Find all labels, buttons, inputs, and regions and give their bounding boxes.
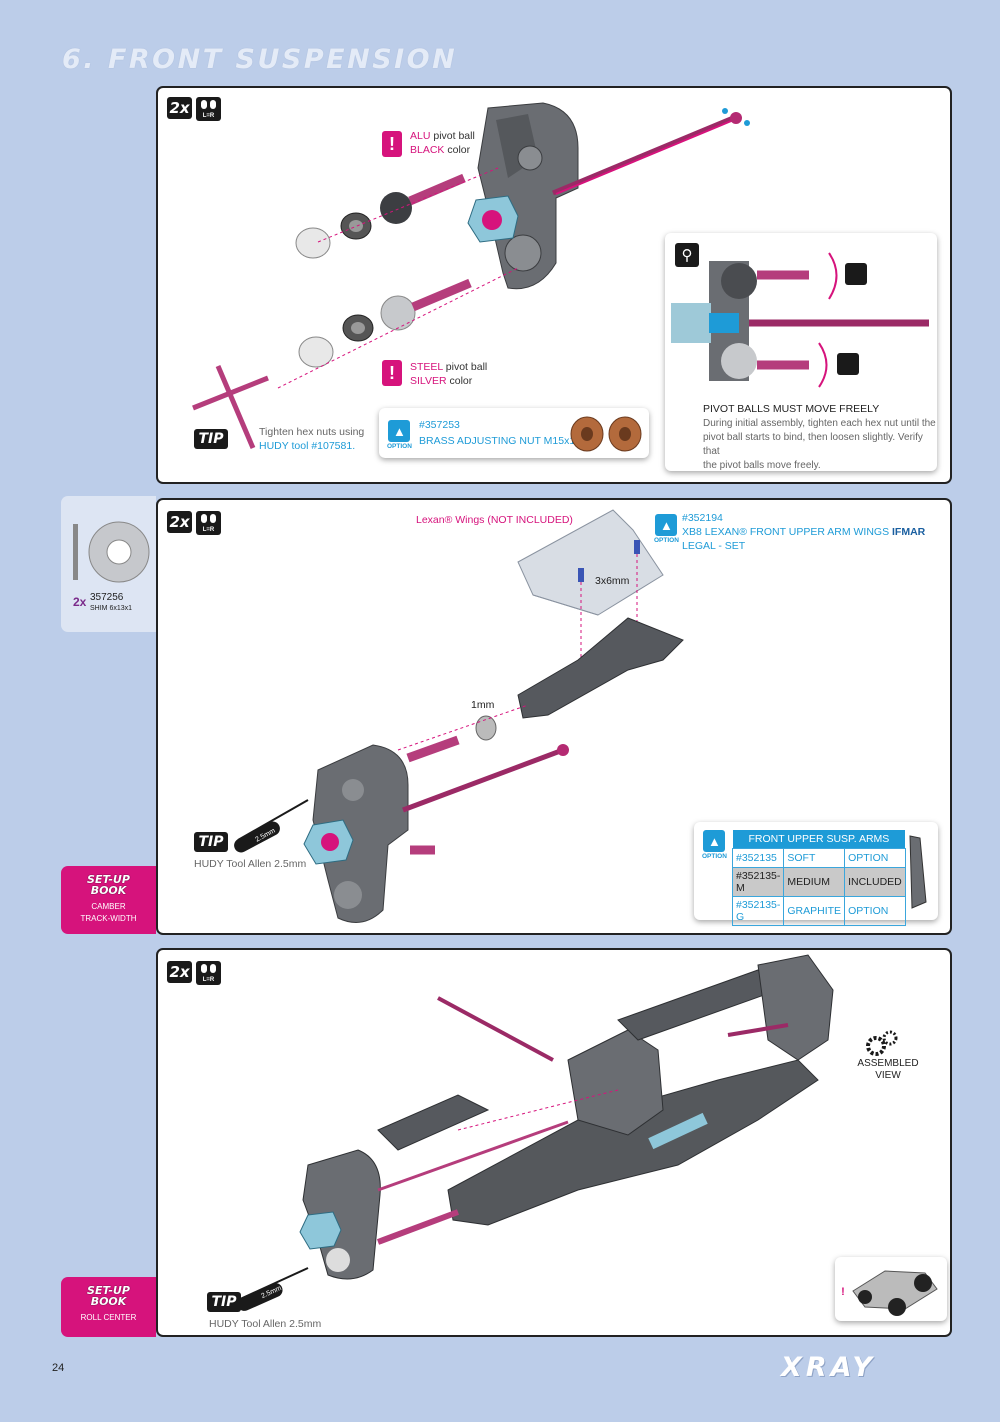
option-thumb-icon: ▲OPTION (387, 420, 412, 450)
lexan-wings-label: Lexan® Wings (NOT INCLUDED) (416, 514, 573, 526)
option-box-brass-nut: ▲OPTION #357253 BRASS ADJUSTING NUT M15x… (379, 408, 649, 458)
buggy-illustration (852, 1270, 938, 1316)
pivot-cross-section-illustration (671, 252, 929, 388)
warning-icon: ! (382, 131, 402, 157)
count-badge: 2x (167, 961, 192, 983)
upper-arm-exploded-illustration (234, 509, 684, 923)
tip-badge: TIP (194, 429, 228, 449)
tip-text: Tighten hex nuts using HUDY tool #107581… (259, 426, 365, 452)
quantity-badge: 2x L=R (167, 961, 221, 985)
wing-option-name: XB8 LEXAN® FRONT UPPER ARM WINGS IFMAR L… (682, 526, 926, 552)
warning-icon: ! (382, 360, 402, 386)
count-badge: 2x (167, 97, 192, 119)
option-thumb-icon: ▲OPTION (702, 830, 727, 860)
front-hub-exploded-illustration (192, 102, 750, 449)
shim-illustration (73, 521, 150, 583)
option-thumb-icon: ▲OPTION (654, 514, 679, 544)
option-name: BRASS ADJUSTING NUT M15x1 (419, 435, 576, 447)
table-header: FRONT UPPER SUSP. ARMS (732, 830, 906, 848)
page-title: 6. FRONT SUSPENSION (62, 44, 458, 75)
count-badge: 2x (167, 511, 192, 533)
magnifier-icon: ⚲ (675, 243, 699, 267)
steel-pivot-note: STEEL pivot ball SILVER color (410, 361, 488, 387)
shim-code: 357256 (90, 592, 124, 603)
warning-icon: ! (841, 1286, 845, 1298)
screw-size-label: 3x6mm (595, 575, 630, 587)
quantity-badge: 2x L=R (167, 511, 221, 535)
shim-name: SHIM 6x13x1 (90, 605, 133, 612)
tip-badge: TIP (194, 832, 228, 852)
gears-icon (866, 1030, 898, 1056)
upper-arm-illustration (909, 835, 927, 909)
wing-option-code: #352194 (682, 512, 723, 524)
step-1-panel: 2x L=R ! ALU pivot ball (156, 86, 952, 484)
brass-nut-illustration (570, 416, 642, 452)
option-code: #357253 (419, 419, 460, 431)
chassis-assembly-illustration (237, 954, 834, 1311)
brand-logo: XRAY (781, 1352, 876, 1383)
pivot-heading: PIVOT BALLS MUST MOVE FREELY (703, 403, 880, 415)
alu-pivot-note: ALU pivot ball BLACK color (410, 130, 475, 156)
pivot-detail-box: ⚲ PIVOT BALLS MUST MOVE FREELY During in… (665, 233, 937, 471)
parts-sidebar: 2x 357256 SHIM 6x13x1 (61, 496, 156, 632)
left-right-icon: L=R (196, 961, 221, 985)
shim-qty: 2x (73, 595, 87, 609)
quantity-badge: 2x L=R (167, 97, 221, 121)
pivot-instructions: During initial assembly, tighten each he… (703, 418, 936, 471)
tool-text: HUDY Tool Allen 2.5mm (209, 1318, 322, 1330)
vehicle-locator-box: ! (835, 1257, 947, 1321)
tip-badge: TIP (207, 1292, 241, 1312)
page-number: 24 (52, 1362, 65, 1374)
shim-size-label: 1mm (471, 699, 495, 711)
left-right-icon: L=R (196, 511, 221, 535)
step-2-panel: 2x L=R Lexan® Wings (NOT INCLUDED) ▲OPTI… (156, 498, 952, 935)
left-right-icon: L=R (196, 97, 221, 121)
tool-text: HUDY Tool Allen 2.5mm (194, 858, 307, 870)
